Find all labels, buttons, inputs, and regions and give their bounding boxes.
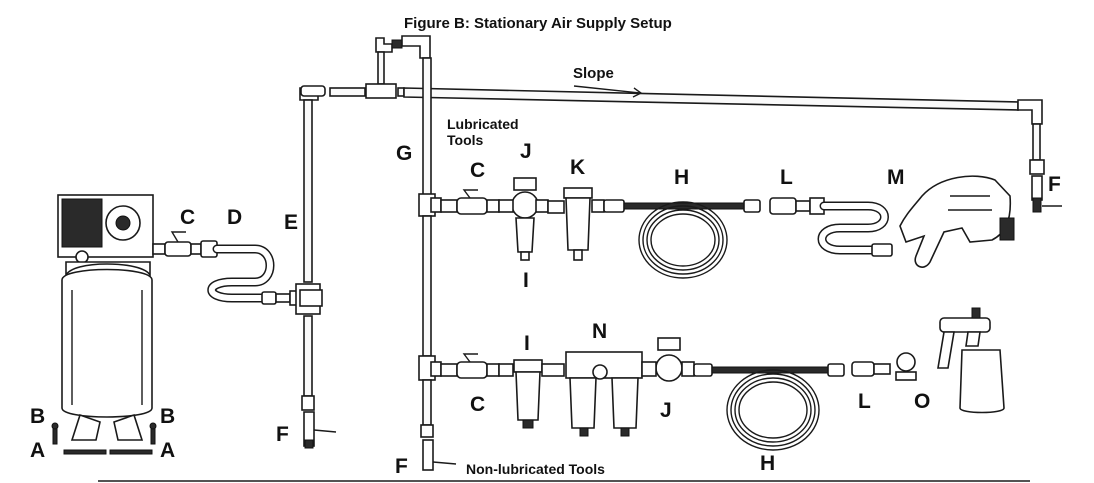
- callout-i-nonlubricated: I: [524, 332, 530, 355]
- callout-c-compressor: C: [180, 206, 196, 229]
- main-header-pipe: [403, 85, 1062, 213]
- callout-f-main: F: [395, 455, 408, 478]
- callout-f-header: F: [1048, 173, 1061, 196]
- slope-label: Slope: [573, 65, 614, 82]
- lubricated-caption-line2: Tools: [447, 132, 484, 149]
- lubricator-icon: [547, 187, 605, 261]
- callout-a-right: A: [160, 439, 176, 462]
- drain-valve-icon: [303, 411, 337, 449]
- nonlubricated-caption: Non-lubricated Tools: [466, 461, 605, 477]
- callout-e: E: [284, 211, 299, 234]
- callout-b-right: B: [160, 405, 176, 428]
- callout-l-nonlubricated: L: [858, 390, 871, 413]
- callout-i-lubricated: I: [523, 269, 529, 292]
- callout-g: G: [396, 142, 413, 165]
- callout-j-nonlubricated: J: [660, 399, 672, 422]
- callout-c-nonlubricated: C: [470, 393, 486, 416]
- callout-a-left: A: [30, 439, 46, 462]
- callout-n: N: [592, 320, 608, 343]
- callout-h-nonlubricated: H: [760, 452, 776, 475]
- main-drop-g: [418, 57, 457, 471]
- riser-top: [365, 35, 431, 99]
- callout-k: K: [570, 156, 586, 179]
- callout-d: D: [227, 206, 243, 229]
- lubricated-branch: [440, 175, 1015, 279]
- lubricated-caption: Lubricated Tools: [447, 116, 519, 148]
- callout-o: O: [914, 390, 931, 413]
- filter-icon: [498, 359, 565, 429]
- callout-f-drop: F: [276, 423, 289, 446]
- lubricated-caption-line1: Lubricated: [447, 116, 519, 132]
- shutoff-valve-icon: [152, 231, 202, 257]
- callout-j-lubricated: J: [520, 140, 532, 163]
- filter-regulator-lubricator-n: [565, 351, 643, 437]
- regulator-icon: [641, 337, 695, 382]
- callout-m: M: [887, 166, 905, 189]
- drop-pipe-e: [295, 85, 366, 449]
- figure-title: Figure B: Stationary Air Supply Setup: [404, 15, 672, 32]
- regulator-icon: [498, 177, 549, 261]
- hose-reel-icon: [603, 199, 761, 279]
- callout-l-lubricated: L: [780, 166, 793, 189]
- drain-hose-d: [200, 240, 301, 306]
- callout-h-lubricated: H: [674, 166, 690, 189]
- hose-reel-icon: [693, 363, 845, 451]
- spray-gun-icon: [895, 307, 1005, 414]
- nonlubricated-branch: [440, 307, 1005, 451]
- callout-b-left: B: [30, 405, 46, 428]
- impact-wrench-icon: [899, 175, 1015, 268]
- air-compressor-icon: [51, 194, 157, 455]
- callout-c-lubricated: C: [470, 159, 486, 182]
